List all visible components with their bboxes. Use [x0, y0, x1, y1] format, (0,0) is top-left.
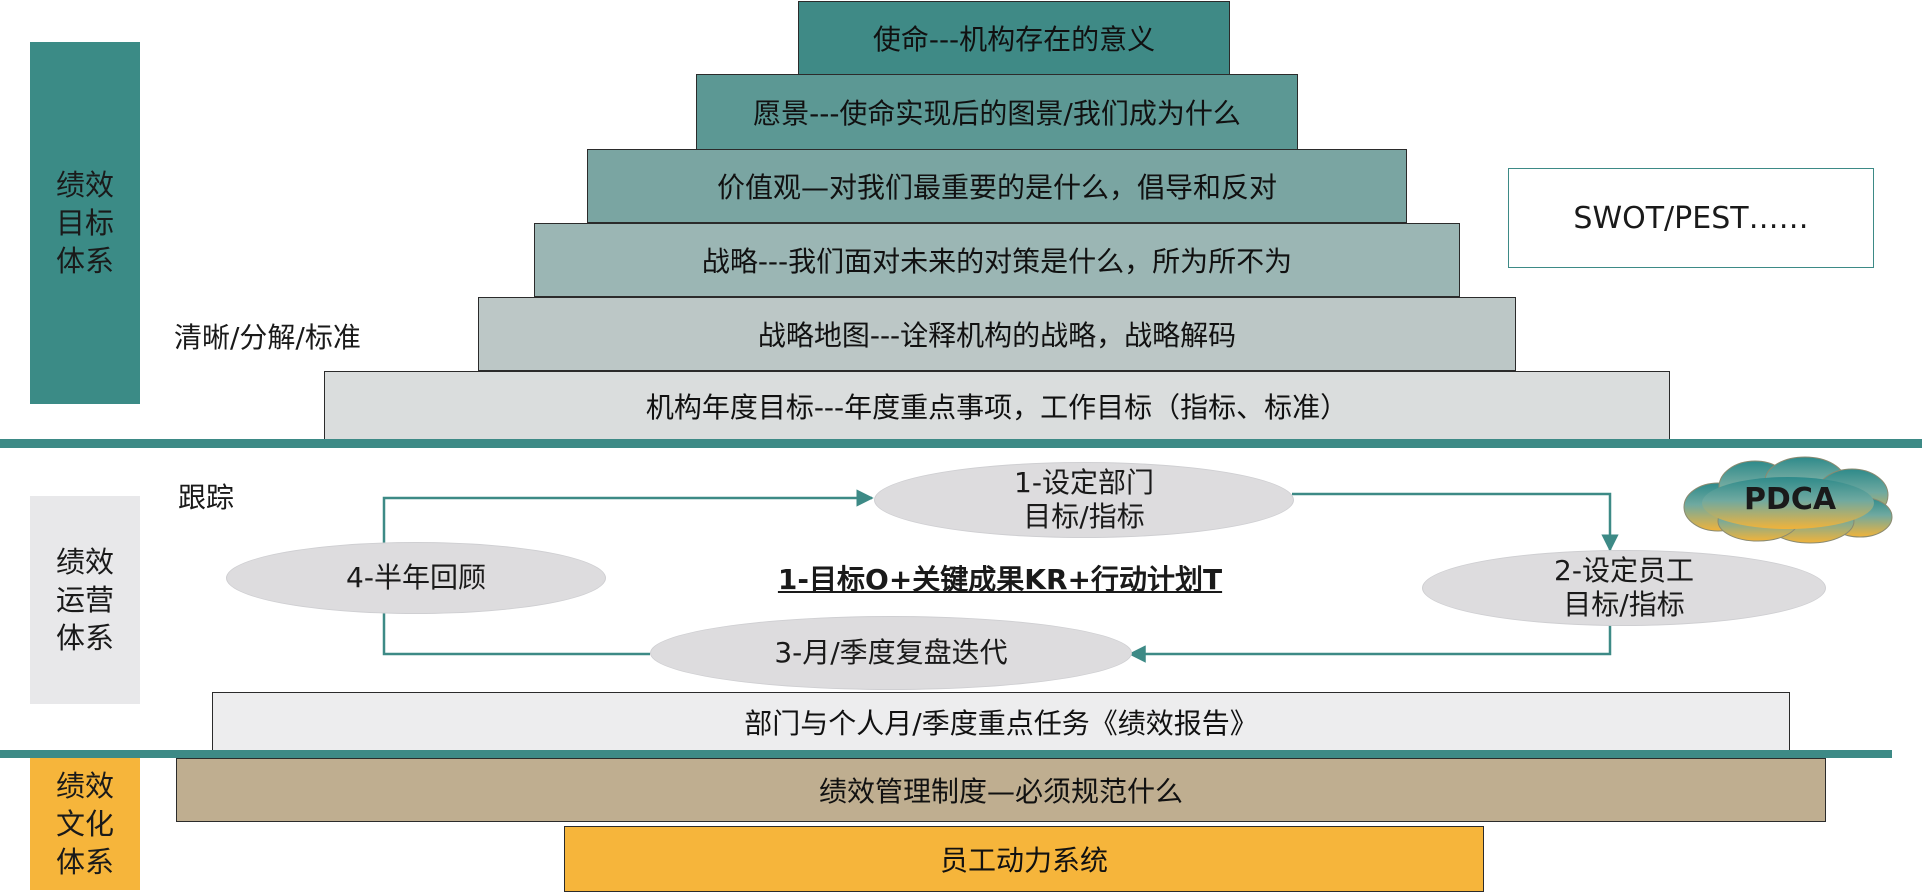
arrow-step4-to-step1: [382, 489, 874, 544]
cycle-step3-ellipse: 3-月/季度复盘迭代: [650, 616, 1132, 690]
divider-band-top: [0, 439, 1922, 448]
arrow-step2-to-step3: [1128, 620, 1612, 663]
pyramid-layer-strategy-map: 战略地图---诠释机构的战略，战略解码: [478, 297, 1516, 371]
divider-band-bottom: [0, 750, 1892, 758]
operation-system-label: 绩效 运营 体系: [30, 496, 140, 704]
pyramid-layer-mission: 使命---机构存在的意义: [798, 1, 1230, 75]
arrow-step1-to-step2: [1292, 492, 1619, 552]
pyramid-layer-values: 价值观—对我们最重要的是什么，倡导和反对: [587, 149, 1407, 223]
pyramid-layer-vision: 愿景---使命实现后的图景/我们成为什么: [696, 74, 1298, 150]
performance-policy-bar: 绩效管理制度—必须规范什么: [176, 758, 1826, 822]
goal-system-label: 绩效 目标 体系: [30, 42, 140, 404]
cycle-step4-ellipse: 4-半年回顾: [226, 542, 606, 614]
pdca-label: PDCA: [1743, 481, 1837, 517]
tracking-annotation: 跟踪: [178, 481, 235, 514]
pyramid-layer-strategy: 战略---我们面对未来的对策是什么，所为所不为: [534, 223, 1460, 297]
culture-system-label: 绩效 文化 体系: [30, 758, 140, 890]
swot-box: SWOT/PEST……: [1508, 168, 1874, 268]
pdca-cloud-icon: [1683, 456, 1893, 544]
employee-motivation-bar: 员工动力系统: [564, 826, 1484, 892]
clarity-annotation: 清晰/分解/标准: [174, 321, 361, 354]
performance-report-bar: 部门与个人月/季度重点任务《绩效报告》: [212, 692, 1790, 752]
cycle-step2-ellipse: 2-设定员工 目标/指标: [1422, 550, 1826, 626]
pyramid-layer-annual-goals: 机构年度目标---年度重点事项，工作目标（指标、标准）: [324, 371, 1670, 441]
cycle-step1-ellipse: 1-设定部门 目标/指标: [874, 462, 1294, 538]
okr-center-text: 1-目标O+关键成果KR+行动计划T: [777, 563, 1223, 596]
arrow-step3-to-step4: [382, 610, 650, 656]
